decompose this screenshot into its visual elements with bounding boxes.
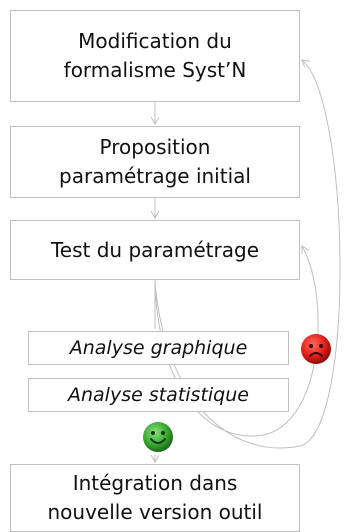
box-integration-nouvelle-version: Intégration dans nouvelle version outil [10,464,300,532]
box-statistique-line-1: Analyse statistique [68,383,249,406]
box-modification-formalisme: Modification du formalisme Syst’N [10,10,300,102]
sad-face-icon [301,334,331,364]
box-modification-line-1: Modification du [78,29,232,53]
box-modification-line-2: formalisme Syst’N [63,58,247,82]
happy-face-icon [143,422,173,452]
box-proposition-parametrage: Proposition paramétrage initial [10,126,300,198]
box-test-parametrage: Test du paramétrage [10,220,300,280]
box-integration-line-1: Intégration dans [72,471,238,495]
box-analyse-statistique: Analyse statistique [28,378,289,412]
box-graphique-line-1: Analyse graphique [69,336,248,359]
box-analyse-graphique: Analyse graphique [28,331,289,365]
box-proposition-line-1: Proposition [99,135,211,159]
box-test-line-1: Test du paramétrage [50,237,259,262]
box-proposition-line-2: paramétrage initial [59,164,251,188]
box-integration-line-2: nouvelle version outil [47,500,263,524]
loop-back-to-test [154,246,319,437]
